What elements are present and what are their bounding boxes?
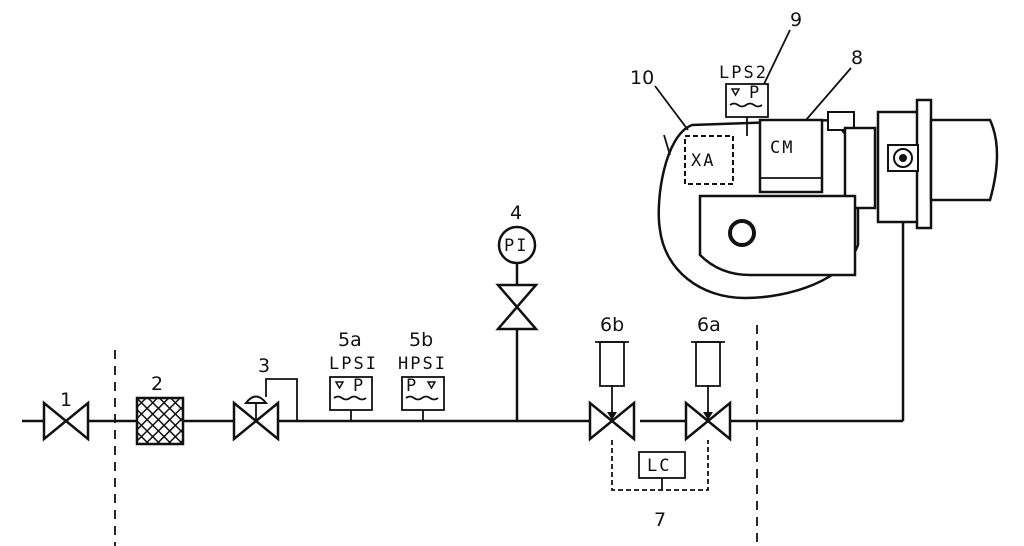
pi-text: PI	[504, 236, 528, 256]
label-2: 2	[151, 373, 163, 395]
low-pressure-switch-2: P	[725, 83, 769, 136]
xa-box	[684, 135, 734, 185]
label-6a: 6a	[697, 314, 721, 336]
label-5b: 5b	[409, 329, 433, 351]
tag-lps1: LPSI	[329, 354, 378, 374]
p-symbol-lps1: P	[353, 376, 365, 396]
tag-hps1: HPSI	[398, 354, 447, 374]
gas-filter	[135, 396, 185, 446]
label-6b: 6b	[600, 314, 624, 336]
cm-text: CM	[770, 138, 794, 158]
leak-control: LC	[611, 440, 709, 491]
solenoid-valve-6b	[588, 341, 636, 442]
low-pressure-switch-1: P	[329, 376, 373, 421]
high-pressure-switch-1: P	[401, 376, 445, 421]
lc-text: LC	[647, 456, 671, 476]
solenoid-valve-6a	[684, 341, 732, 442]
manual-shutoff-valve	[42, 400, 90, 442]
label-8: 8	[851, 47, 863, 69]
label-3: 3	[258, 355, 270, 377]
p-symbol-hps1: P	[406, 376, 418, 396]
leader-8	[805, 67, 852, 121]
label-7: 7	[654, 509, 666, 531]
pressure-indicator: PI	[495, 225, 539, 421]
label-1: 1	[60, 389, 72, 411]
label-9: 9	[790, 9, 802, 31]
leader-9	[763, 29, 791, 85]
label-10: 10	[630, 67, 654, 89]
xa-text: XA	[691, 151, 715, 171]
burner: CM	[657, 98, 999, 300]
tag-lps2: LPS2	[719, 63, 768, 83]
pressure-regulator	[232, 378, 298, 442]
label-5a: 5a	[338, 329, 362, 351]
p-symbol-lps2: P	[749, 83, 761, 103]
leader-10	[654, 85, 689, 131]
label-4: 4	[510, 202, 522, 224]
